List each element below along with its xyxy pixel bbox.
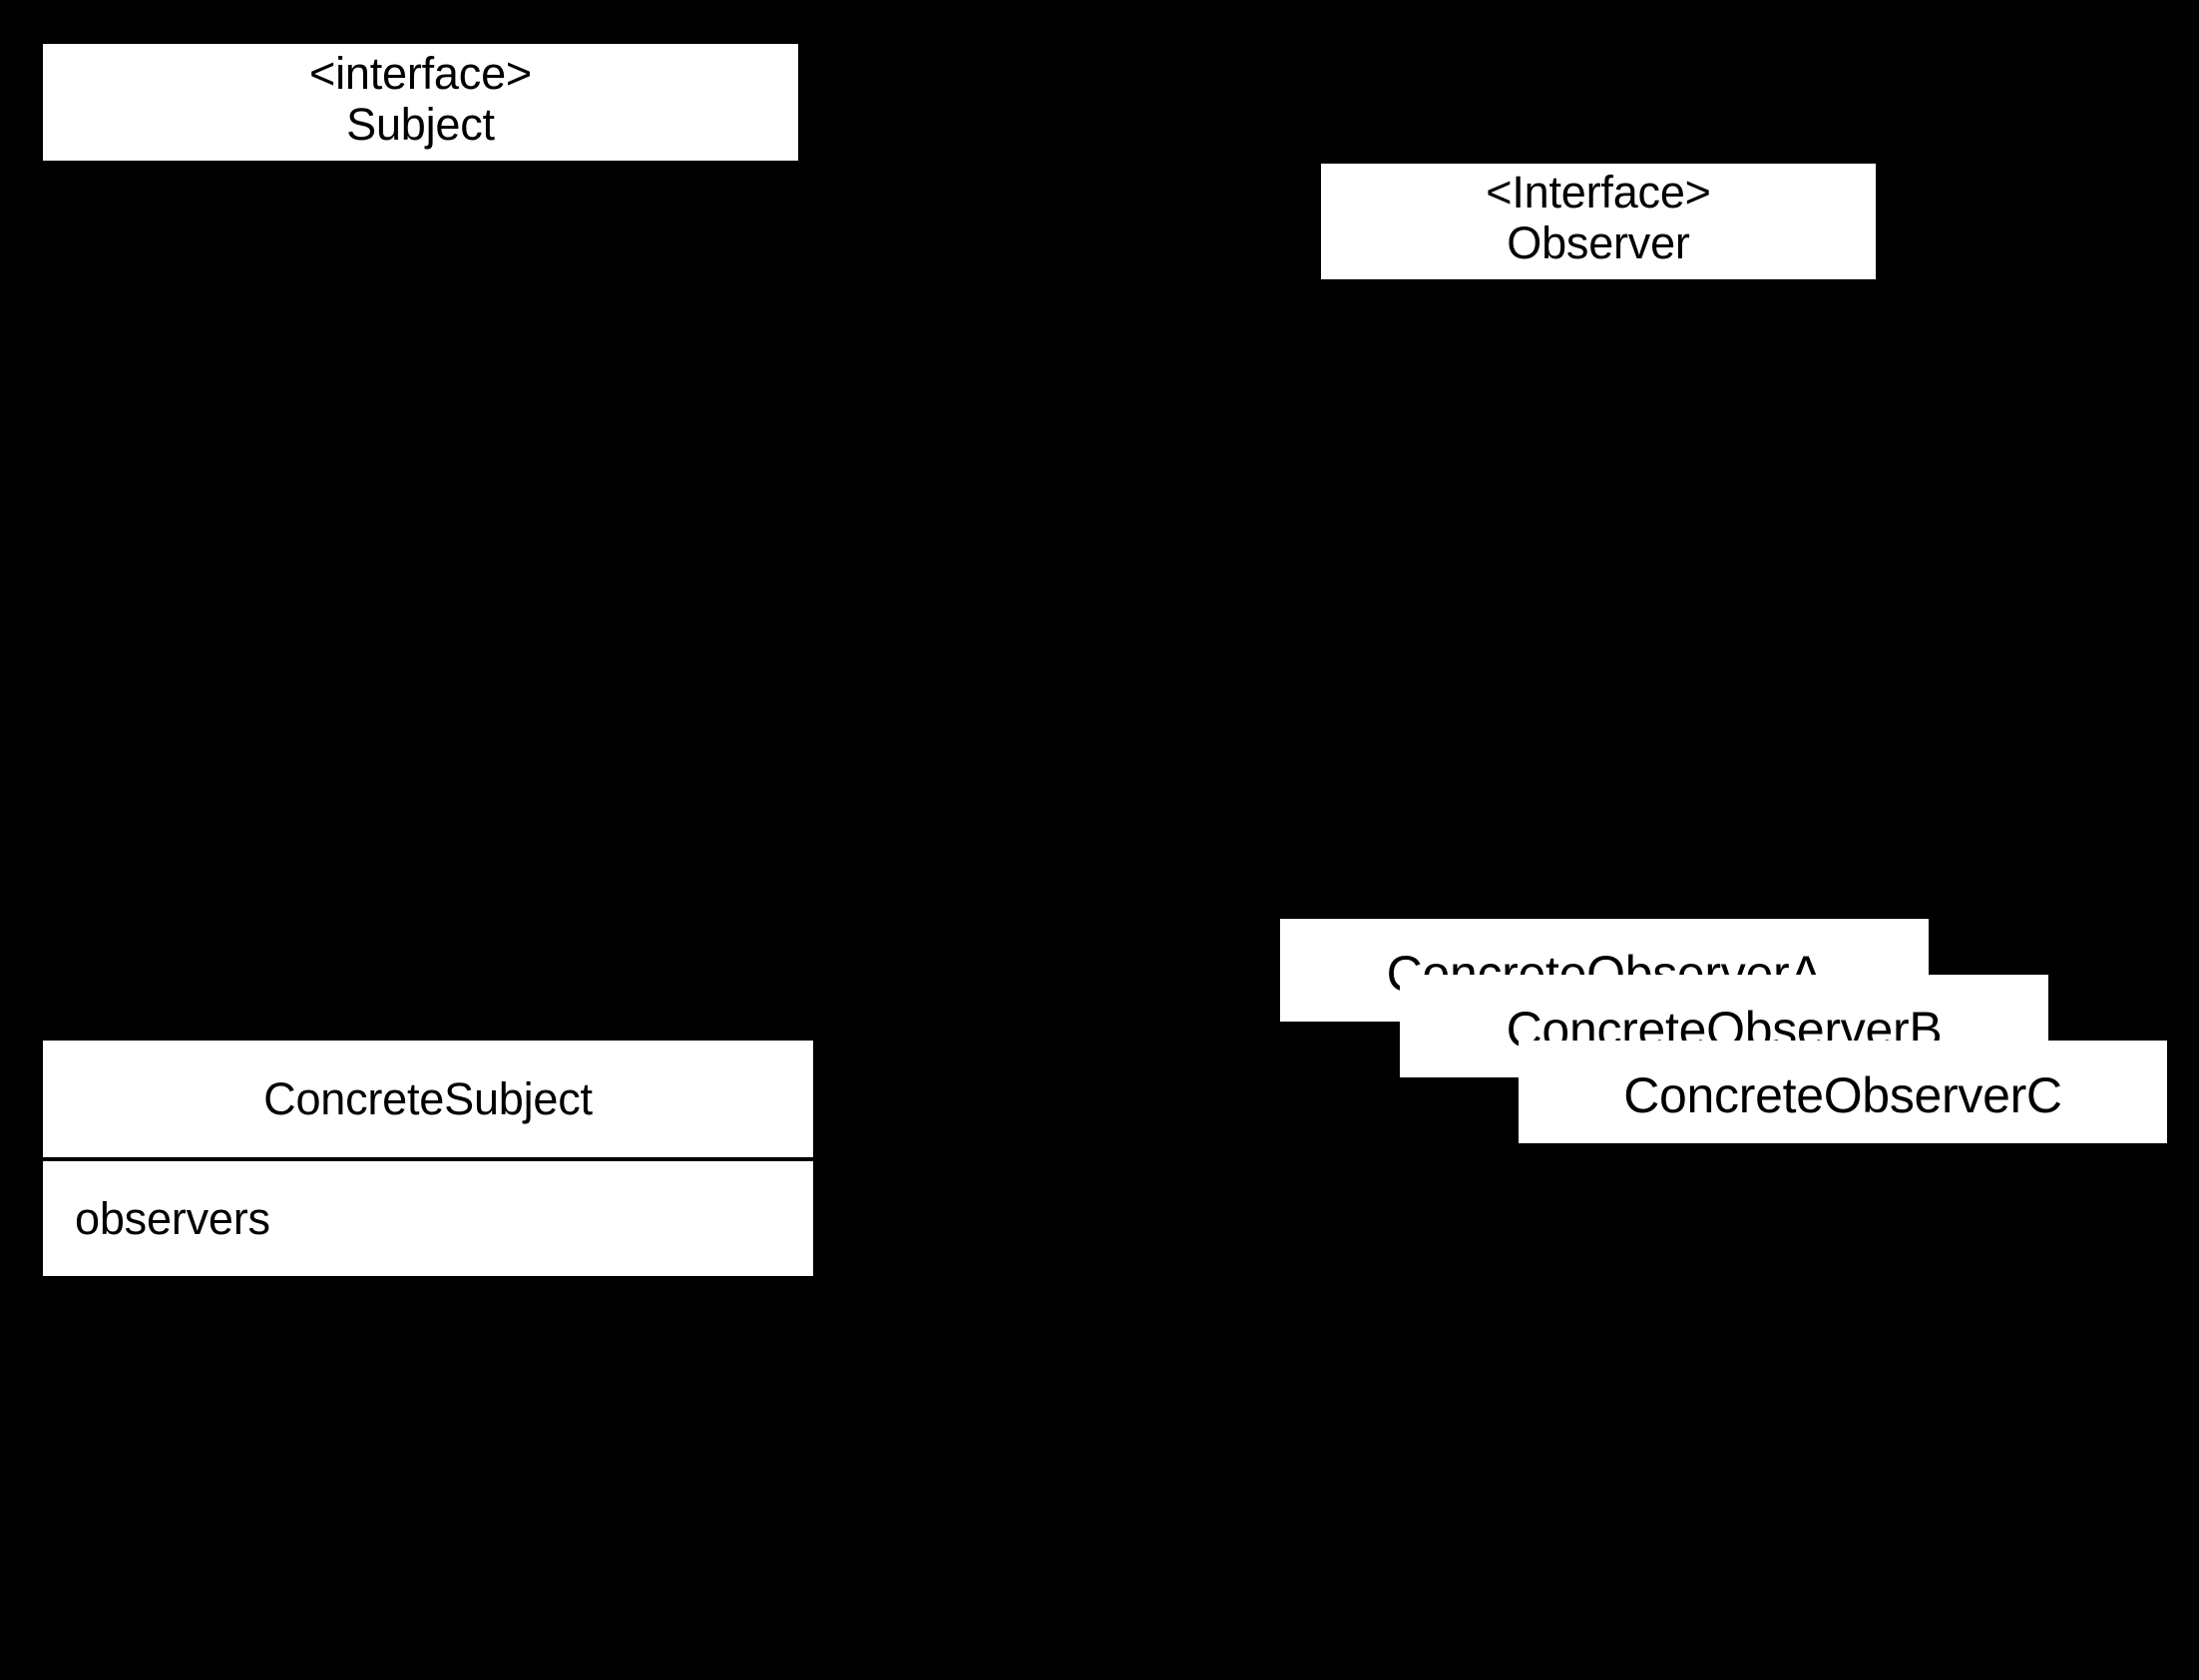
uml-class-box-concrete-observer-c[interactable]: ConcreteObserverC bbox=[1519, 1041, 2167, 1143]
uml-class-box-observer[interactable]: <Interface> Observer bbox=[1321, 164, 1876, 279]
observer-title-block: <Interface> Observer bbox=[1321, 167, 1876, 268]
observer-class-name: Observer bbox=[1507, 216, 1690, 268]
uml-class-box-subject[interactable]: <interface> Subject bbox=[43, 44, 798, 161]
concrete-subject-attribute-observers: observers bbox=[75, 1192, 270, 1244]
concrete-subject-attributes-compartment: observers bbox=[43, 1161, 813, 1276]
observer-stereotype: <Interface> bbox=[1486, 167, 1711, 217]
subject-class-name: Subject bbox=[346, 98, 495, 150]
concrete-subject-name-compartment: ConcreteSubject bbox=[43, 1041, 813, 1157]
uml-class-box-concrete-subject[interactable]: ConcreteSubject observers bbox=[43, 1041, 813, 1276]
concrete-subject-compartment-divider bbox=[43, 1157, 813, 1161]
concrete-observer-c-class-name: ConcreteObserverC bbox=[1623, 1067, 2062, 1123]
subject-stereotype: <interface> bbox=[309, 48, 532, 99]
subject-title-block: <interface> Subject bbox=[43, 48, 798, 150]
concrete-subject-class-name: ConcreteSubject bbox=[263, 1072, 593, 1124]
